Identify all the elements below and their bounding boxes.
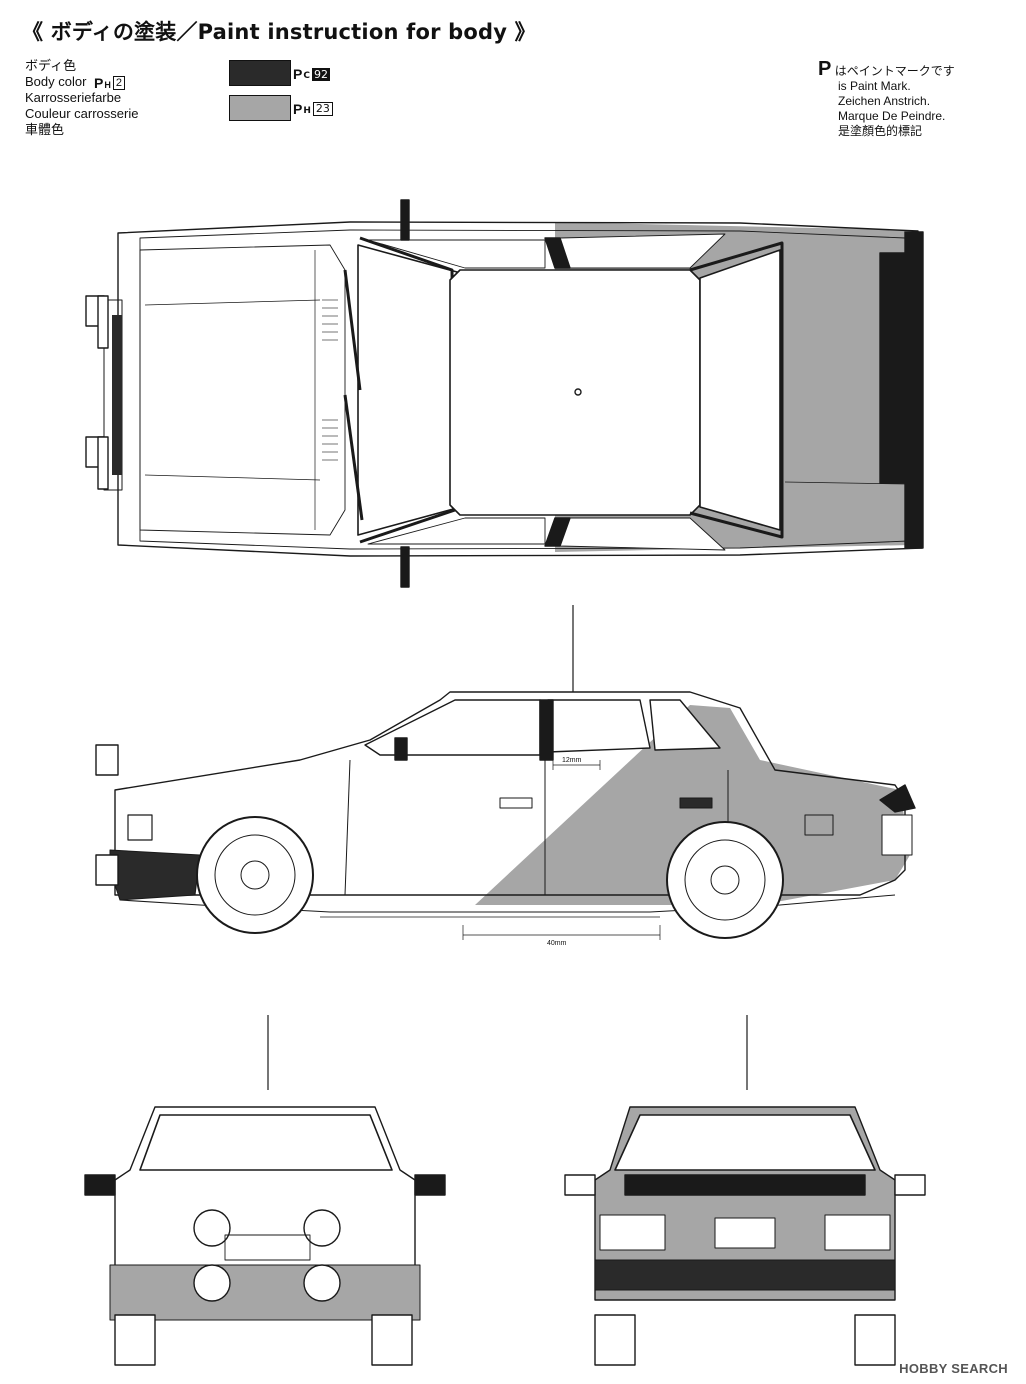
page-title: 《 ボディの塗装／Paint instruction for body 》 — [22, 20, 536, 44]
side-view — [95, 605, 916, 940]
front-view — [84, 1015, 446, 1366]
paint-type-label: H — [104, 79, 111, 90]
watermark: HOBBY SEARCH — [899, 1361, 1008, 1376]
paint-mark-note: P はペイントマークです is Paint Mark. Zeichen Anst… — [818, 58, 955, 139]
legend-line-jp: ボディ色 — [25, 58, 77, 73]
paint-mark-icon: P — [293, 66, 303, 82]
paint-number: 92 — [311, 67, 330, 81]
note-line-jp: はペイントマークです — [834, 64, 955, 78]
note-line-fr: Marque De Peindre. — [838, 109, 946, 123]
legend-line-en-text: Body color — [25, 74, 87, 89]
top-view — [85, 199, 924, 588]
legend-line-de: Karrosseriefarbe — [25, 90, 122, 105]
legend-line-fr: Couleur carrosserie — [25, 106, 139, 121]
paint-type-label: C — [303, 71, 310, 81]
paint-mark-icon: P — [293, 101, 303, 117]
paint-mark-icon: P — [818, 58, 832, 80]
note-line-de: Zeichen Anstrich. — [838, 94, 931, 108]
paint-number: 2 — [112, 75, 126, 90]
grey-paint-swatch — [229, 95, 291, 121]
paint-number: 23 — [312, 102, 333, 116]
legend-line-cn: 車體色 — [25, 122, 65, 137]
pillar-dimension-label: 12mm — [562, 757, 582, 764]
side-dimension-label: 40mm — [547, 940, 567, 947]
note-line-cn: 是塗顏色的標記 — [838, 124, 923, 138]
paint-type-label: H — [303, 106, 311, 116]
paint-mark-icon: P — [94, 74, 104, 91]
note-line-en: is Paint Mark. — [838, 79, 911, 93]
rear-view — [564, 1015, 926, 1366]
dark-paint-swatch — [229, 60, 291, 86]
